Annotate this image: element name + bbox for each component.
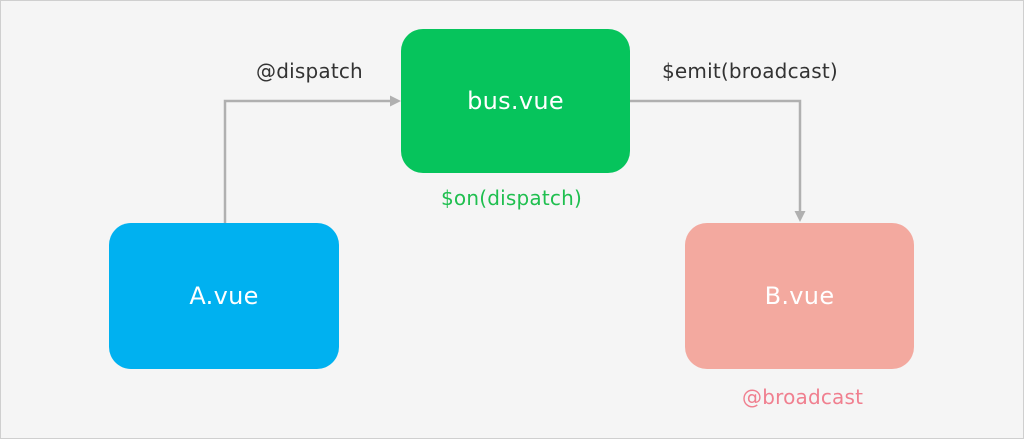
broadcast-annotation: @broadcast xyxy=(742,385,864,409)
dispatch-edge-label: @dispatch xyxy=(256,59,363,83)
b-vue-node: B.vue xyxy=(685,223,914,369)
dispatch-arrowhead xyxy=(390,95,401,107)
emit-arrowhead xyxy=(794,211,806,222)
emit-edge-label: $emit(broadcast) xyxy=(662,59,838,83)
bus-vue-node: bus.vue xyxy=(401,29,630,173)
b-vue-label: B.vue xyxy=(764,282,835,310)
a-vue-node: A.vue xyxy=(109,223,339,369)
on-dispatch-annotation: $on(dispatch) xyxy=(441,186,582,210)
dispatch-connector xyxy=(223,99,393,223)
bus-vue-label: bus.vue xyxy=(467,87,564,115)
emit-connector xyxy=(630,99,802,213)
a-vue-label: A.vue xyxy=(189,282,259,310)
